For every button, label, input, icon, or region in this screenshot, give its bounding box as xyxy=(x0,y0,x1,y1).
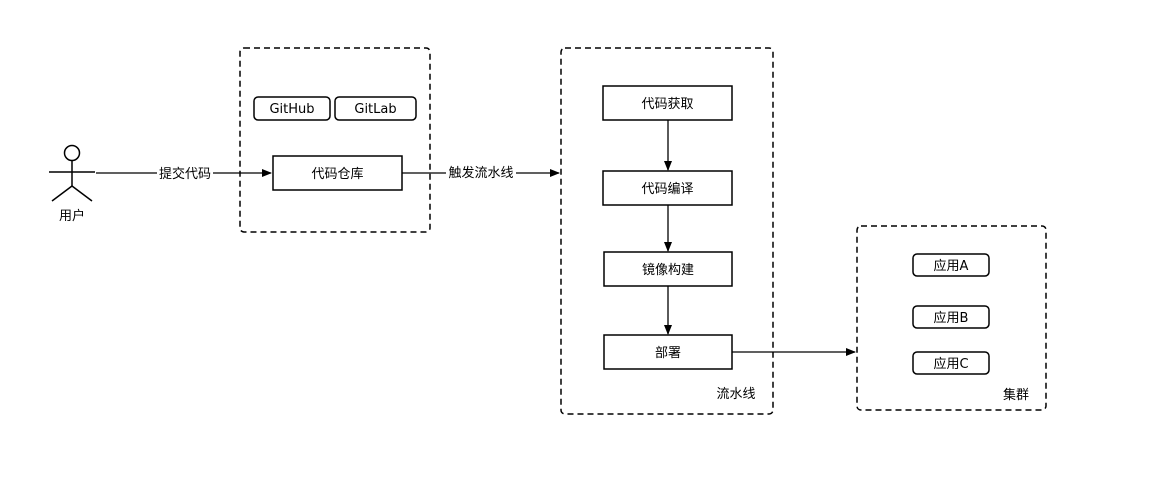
edge-trigger-pipeline-label: 触发流水线 xyxy=(448,165,513,181)
gitlab-node xyxy=(334,96,417,121)
image-build-node xyxy=(603,251,733,287)
fetch-node xyxy=(602,85,733,121)
edge-trigger-pipeline-label-bg xyxy=(446,164,516,181)
image-build-label: 镜像构建 xyxy=(642,263,694,278)
code-repo-label: 代码仓库 xyxy=(311,166,363,182)
cluster-group: 集群 应用A 应用B 应用C xyxy=(856,225,1047,411)
fetch-label: 代码获取 xyxy=(641,97,693,112)
app-b-label: 应用B xyxy=(934,310,969,326)
edge-trigger-pipeline: 触发流水线 xyxy=(402,164,560,181)
pipeline-group: 流水线 代码获取 代码编译 镜像构建 部署 xyxy=(560,47,774,415)
deploy-node xyxy=(603,334,733,370)
app-a-node xyxy=(912,253,990,277)
user-actor: 用户 xyxy=(49,144,95,224)
app-b-node xyxy=(912,305,990,329)
actor-label: 用户 xyxy=(59,208,85,224)
repo-group: GitHub GitLab 代码仓库 xyxy=(239,47,431,233)
actor-leg-right xyxy=(71,185,93,202)
deploy-label: 部署 xyxy=(655,346,681,361)
github-label: GitHub xyxy=(269,102,314,117)
app-c-node xyxy=(912,351,990,375)
compile-label: 代码编译 xyxy=(641,182,693,197)
repo-group-border xyxy=(239,47,431,233)
code-repo-node xyxy=(272,155,403,191)
actor-head xyxy=(63,144,81,162)
gitlab-label: GitLab xyxy=(354,102,396,117)
pipeline-group-label: 流水线 xyxy=(716,387,755,402)
edge-submit-code-label: 提交代码 xyxy=(159,166,211,182)
cluster-group-border xyxy=(856,225,1047,411)
edge-submit-code: 提交代码 xyxy=(96,165,272,182)
app-c-label: 应用C xyxy=(933,356,968,372)
app-a-label: 应用A xyxy=(934,258,969,274)
edge-submit-code-label-bg xyxy=(157,165,213,182)
cluster-group-label: 集群 xyxy=(1003,387,1029,403)
actor-leg-left xyxy=(51,185,73,202)
github-node xyxy=(253,96,331,121)
pipeline-group-border xyxy=(560,47,774,415)
